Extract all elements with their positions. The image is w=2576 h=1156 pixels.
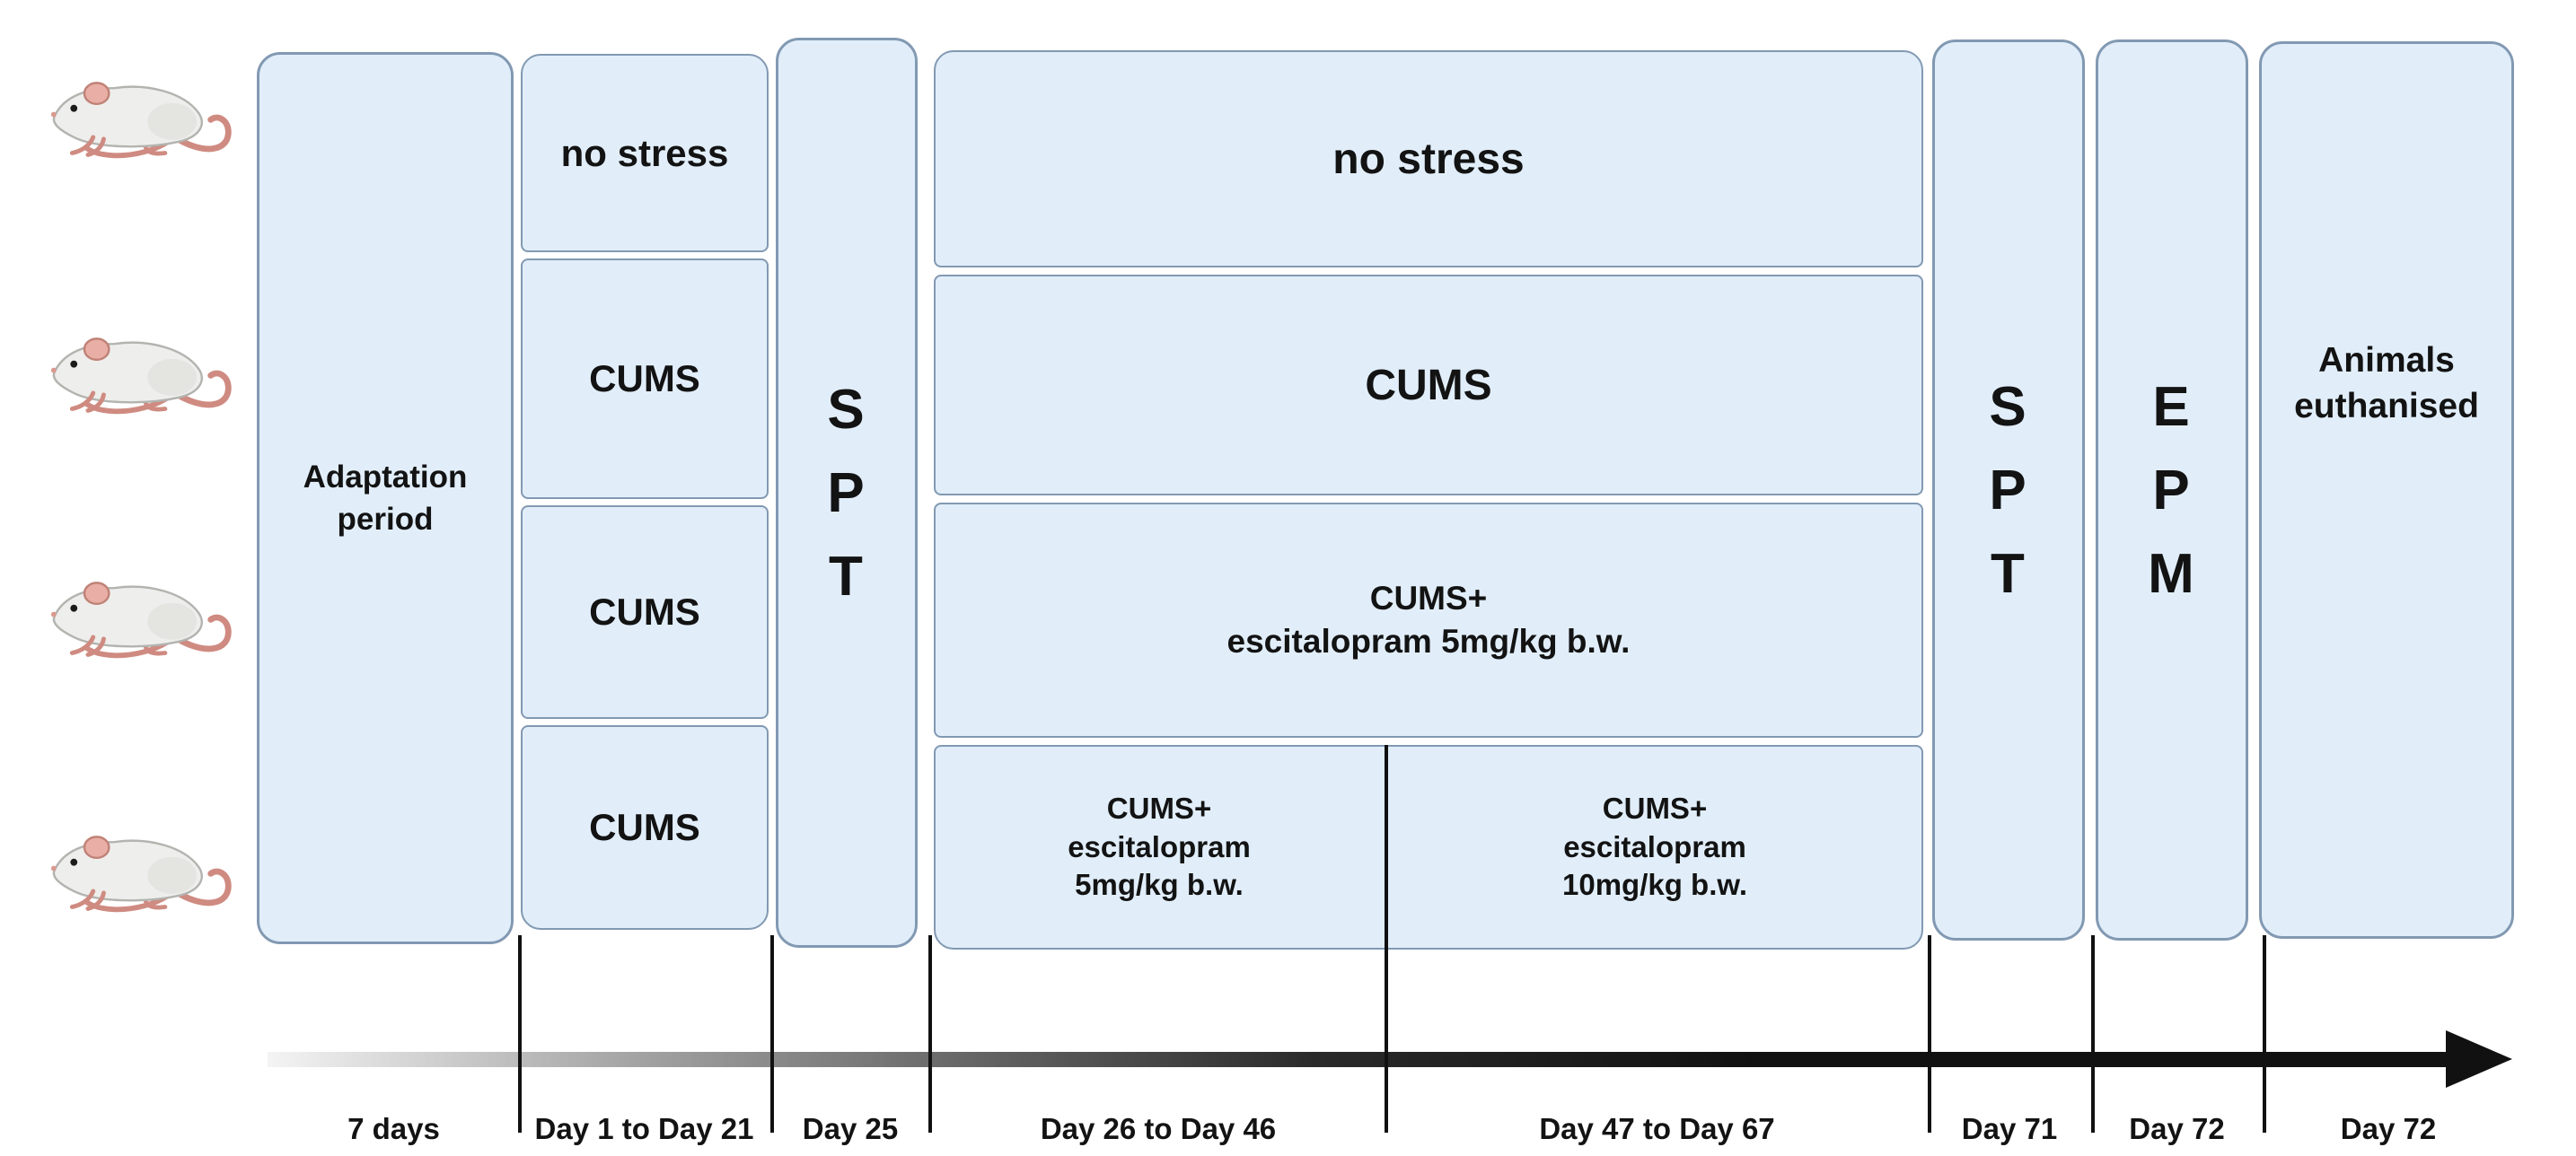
timeline-tick — [2263, 935, 2266, 1133]
timeline-label-day26-46: Day 26 to Day 46 — [1040, 1112, 1277, 1145]
treatment-label: CUMS+ escitalopram 5mg/kg b.w. — [1068, 791, 1251, 902]
epm-label: E P M — [2148, 375, 2196, 605]
mouse-icon — [40, 314, 242, 428]
timeline-tick — [928, 935, 932, 1133]
adaptation-period-box: Adaptation period — [257, 52, 514, 944]
group-row-no-stress: no stress — [521, 54, 769, 252]
timeline-label-day72-end: Day 72 — [2340, 1112, 2437, 1145]
group-row-cums-3: CUMS — [521, 725, 769, 930]
adaptation-period-label: Adaptation period — [303, 459, 468, 537]
timeline-label-day47-67: Day 47 to Day 67 — [1539, 1112, 1775, 1145]
spt-test-box-2: S P T — [1932, 39, 2085, 941]
treatment-row-split — [934, 745, 1923, 950]
mouse-icon — [40, 558, 242, 672]
treatment-label: no stress — [1332, 135, 1525, 183]
spt-label: S P T — [1989, 375, 2028, 605]
group-label: CUMS — [589, 357, 700, 399]
spt-test-box-1: S P T — [776, 38, 918, 948]
treatment-label: CUMS+ escitalopram 5mg/kg b.w. — [1226, 579, 1631, 660]
timeline-tick — [518, 935, 522, 1133]
endpoint-label: Animals euthanised — [2294, 341, 2479, 425]
timeline-tick — [2091, 935, 2095, 1133]
group-label: no stress — [560, 131, 729, 174]
group-label: CUMS — [589, 806, 700, 848]
group-label: CUMS — [589, 591, 700, 633]
timeline-tick — [1928, 935, 1931, 1133]
treatment-split-left: CUMS+ escitalopram 5mg/kg b.w. — [934, 745, 1385, 950]
treatment-label: CUMS+ escitalopram 10mg/kg b.w. — [1562, 791, 1747, 902]
timeline-label-day72-epm: Day 72 — [2129, 1112, 2225, 1145]
timeline-tick — [770, 935, 774, 1133]
epm-test-box: E P M — [2096, 39, 2248, 941]
spt-label: S P T — [827, 378, 866, 608]
timeline-arrowhead-icon — [2446, 1030, 2512, 1088]
treatment-label: CUMS — [1365, 361, 1492, 409]
animals-euthanised-box: Animals euthanised — [2259, 41, 2514, 939]
treatment-row-cums: CUMS — [934, 275, 1923, 495]
treatment-row-cums-escitalopram-5: CUMS+ escitalopram 5mg/kg b.w. — [934, 503, 1923, 738]
timeline-label-day25: Day 25 — [802, 1112, 899, 1145]
timeline-arrow-shaft — [268, 1052, 2449, 1067]
group-row-cums-1: CUMS — [521, 258, 769, 499]
group-row-cums-2: CUMS — [521, 505, 769, 719]
timeline-label-day71: Day 71 — [1961, 1112, 2058, 1145]
timeline-label-day1-21: Day 1 to Day 21 — [534, 1112, 754, 1145]
timeline-label-7-days: 7 days — [347, 1112, 440, 1145]
treatment-split-right: CUMS+ escitalopram 10mg/kg b.w. — [1386, 745, 1923, 950]
treatment-row-no-stress: no stress — [934, 50, 1923, 267]
timeline-tick — [1385, 745, 1388, 1133]
mouse-icon — [40, 58, 242, 172]
mouse-icon — [40, 812, 242, 926]
